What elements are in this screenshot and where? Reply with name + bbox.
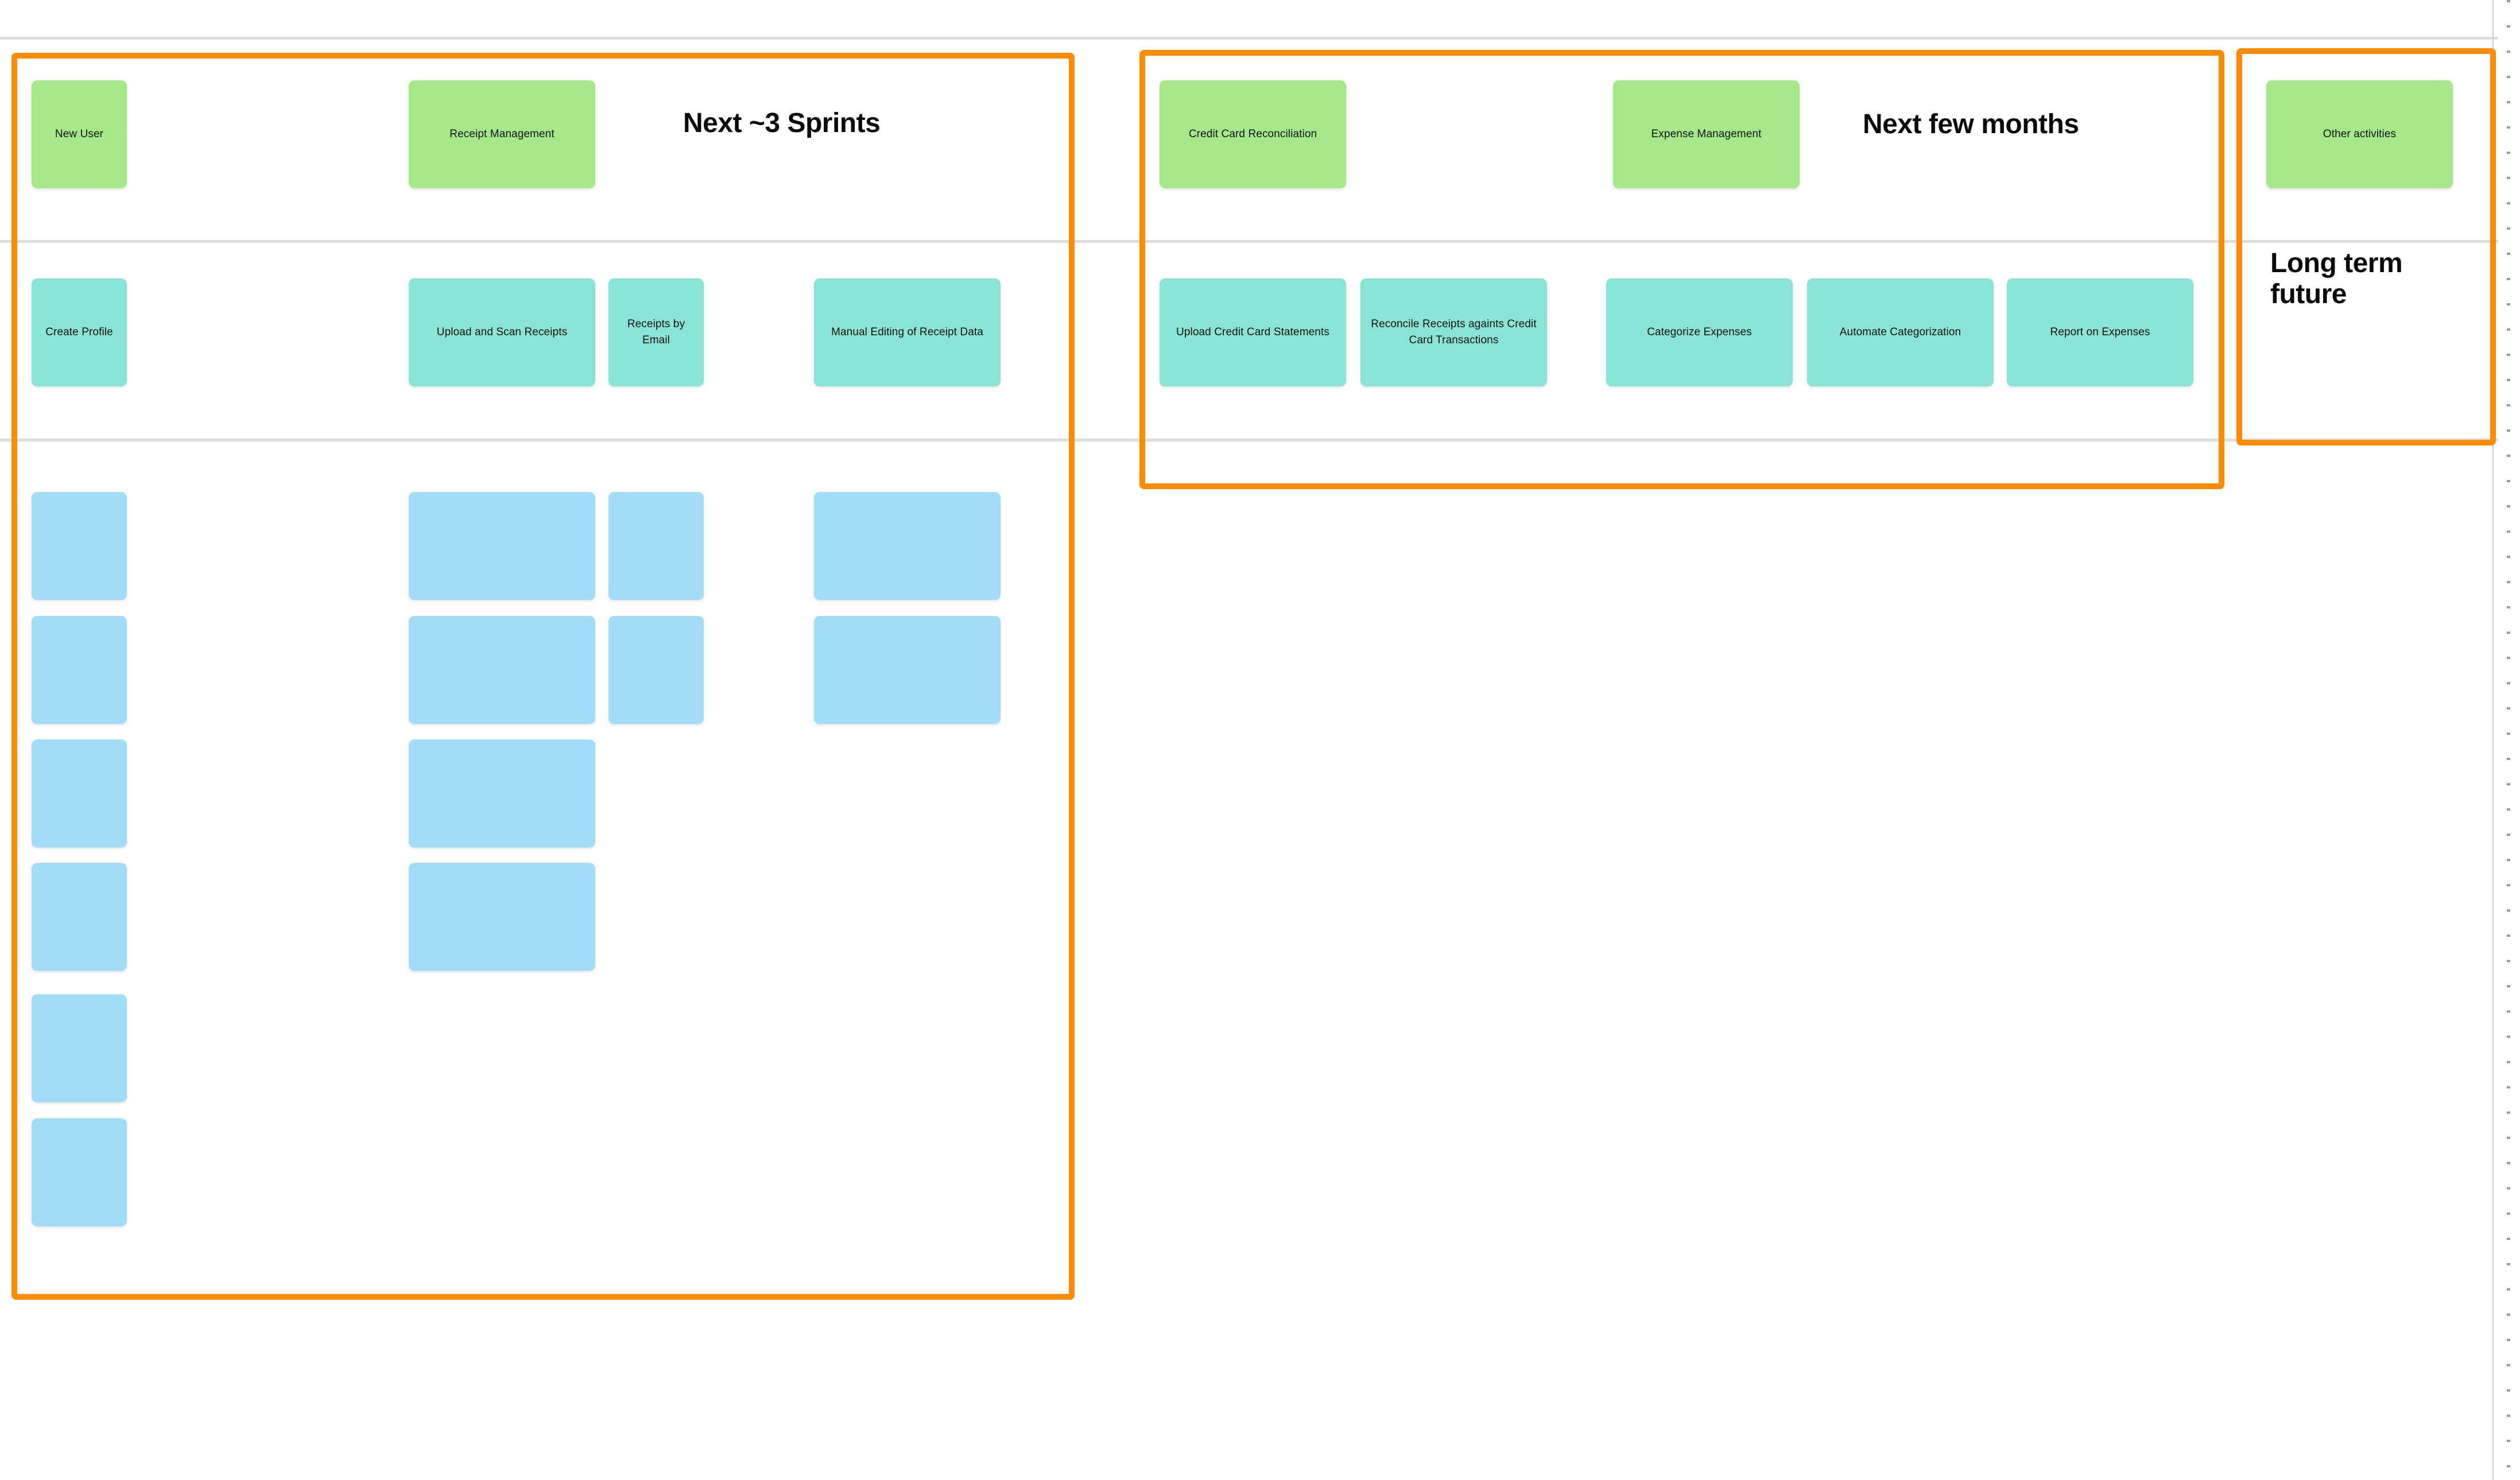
- task-card[interactable]: [409, 616, 595, 724]
- story-card-label: Create Profile: [45, 326, 113, 339]
- task-card[interactable]: [814, 616, 1001, 724]
- task-card[interactable]: [32, 739, 127, 847]
- epic-card-credit-card-reconciliation[interactable]: Credit Card Reconciliation: [1160, 80, 1346, 188]
- epic-card-label: Receipt Management: [449, 128, 555, 141]
- story-card-report-on-expenses[interactable]: Report on Expenses: [2007, 278, 2193, 386]
- story-card-label: Upload Credit Card Statements: [1176, 326, 1329, 339]
- epic-card-label: Credit Card Reconciliation: [1188, 128, 1317, 141]
- story-card-label: Receipts by Email: [627, 318, 685, 346]
- lane-divider-stories-tasks: [0, 439, 2498, 441]
- epic-card-expense-management[interactable]: Expense Management: [1613, 80, 1800, 188]
- story-card-automate-categorization[interactable]: Automate Categorization: [1807, 278, 1994, 386]
- task-card[interactable]: [32, 994, 127, 1102]
- story-card-manual-editing-of-receipt-data[interactable]: Manual Editing of Receipt Data: [814, 278, 1001, 386]
- epic-card-new-user[interactable]: New User: [32, 80, 127, 188]
- story-card-label: Automate Categorization: [1839, 326, 1961, 339]
- board-right-edge-line: [2492, 0, 2494, 1480]
- epic-card-label: New User: [55, 128, 104, 141]
- epic-card-label: Other activities: [2323, 128, 2397, 141]
- task-card[interactable]: [608, 492, 704, 600]
- task-card[interactable]: [409, 863, 595, 971]
- task-card[interactable]: [409, 492, 595, 600]
- task-card[interactable]: [608, 616, 704, 724]
- story-card-label: Report on Expenses: [2050, 326, 2150, 339]
- story-card-create-profile[interactable]: Create Profile: [32, 278, 127, 386]
- story-card-label: Manual Editing of Receipt Data: [831, 326, 983, 339]
- story-card-upload-credit-card-statements[interactable]: Upload Credit Card Statements: [1160, 278, 1346, 386]
- task-card[interactable]: [409, 739, 595, 847]
- board-right-dotted-ruler[interactable]: [2497, 0, 2520, 1480]
- lane-title-next-few-months: Next few months: [1863, 109, 2079, 140]
- story-card-upload-and-scan-receipts[interactable]: Upload and Scan Receipts: [409, 278, 595, 386]
- story-card-receipts-by-email[interactable]: Receipts by Email: [608, 278, 704, 386]
- story-card-label: Categorize Expenses: [1647, 326, 1752, 339]
- epic-card-label: Expense Management: [1651, 128, 1762, 141]
- lane-divider-epics-stories: [0, 240, 2498, 243]
- lane-title-long-term-future: Long term future: [2270, 248, 2403, 309]
- task-card[interactable]: [32, 492, 127, 600]
- epic-card-other-activities[interactable]: Other activities: [2266, 80, 2453, 188]
- lane-title-next-3-sprints: Next ~3 Sprints: [683, 108, 881, 138]
- story-card-reconcile-receipts-against-credit-card-transactions[interactable]: Reconcile Receipts againts Credit Card T…: [1360, 278, 1547, 386]
- task-card[interactable]: [814, 492, 1001, 600]
- task-card[interactable]: [32, 863, 127, 971]
- task-card[interactable]: [32, 616, 127, 724]
- story-card-label: Upload and Scan Receipts: [436, 326, 568, 339]
- story-card-label: Reconcile Receipts againts Credit Card T…: [1371, 318, 1537, 346]
- story-card-categorize-expenses[interactable]: Categorize Expenses: [1606, 278, 1793, 386]
- lane-divider-top: [0, 37, 2498, 40]
- task-card[interactable]: [32, 1118, 127, 1226]
- epic-card-receipt-management[interactable]: Receipt Management: [409, 80, 595, 188]
